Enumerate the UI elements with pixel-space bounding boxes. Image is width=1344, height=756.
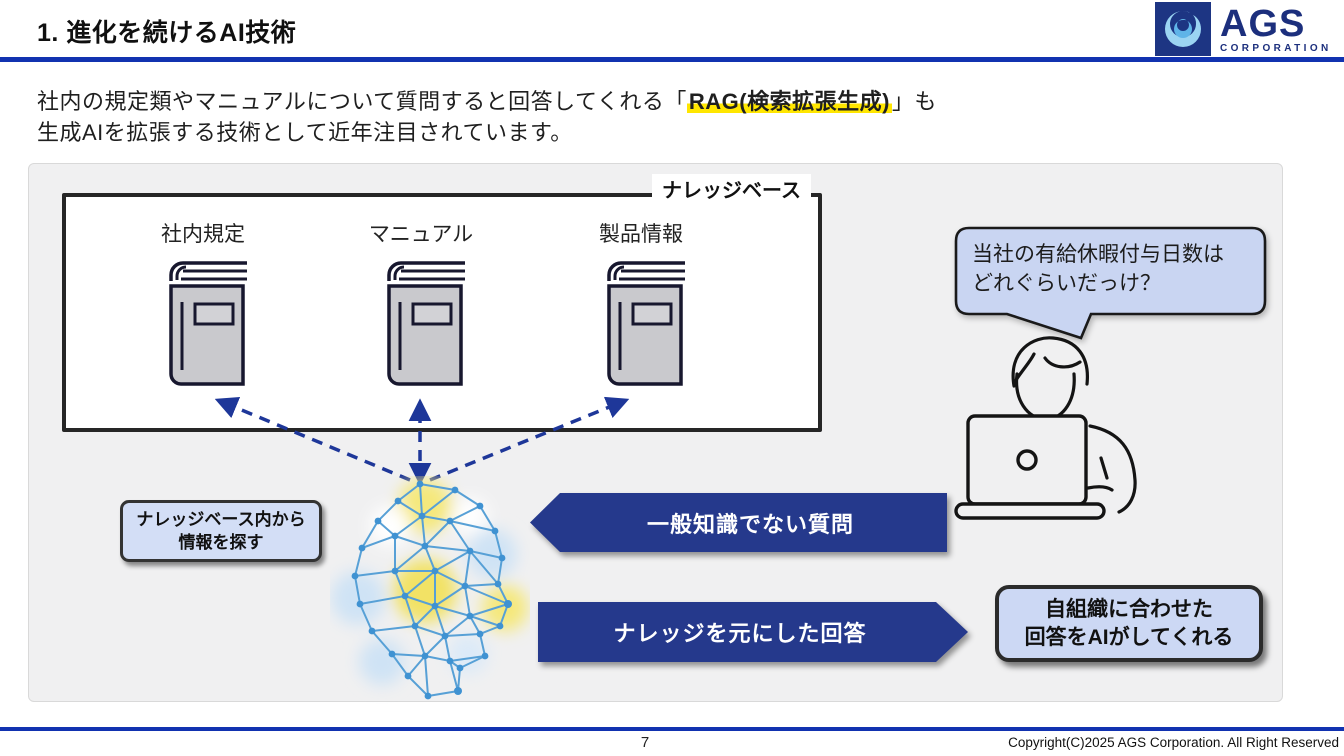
question-bubble-text: 当社の有給休暇付与日数は どれぐらいだっけ？ xyxy=(972,243,1224,295)
book-label: 社内規定 xyxy=(161,223,245,246)
logo-swirl-icon xyxy=(1155,2,1211,56)
book-icon xyxy=(387,261,465,386)
copyright-text: Copyright(C)2025 AGS Corporation. All Ri… xyxy=(1008,735,1339,750)
search-info-label: ナレッジベース内から 情報を探す xyxy=(120,500,322,562)
title-underline xyxy=(0,57,1344,62)
answer-result-box: 自組織に合わせた 回答をAIがしてくれる xyxy=(995,585,1263,662)
page-number: 7 xyxy=(640,734,650,751)
book-label: 製品情報 xyxy=(599,223,683,246)
intro-text: 社内の規定類やマニュアルについて質問すると回答してくれる「RAG(検索拡張生成)… xyxy=(37,86,937,148)
logo-name: AGS xyxy=(1220,2,1306,45)
answer-arrow-banner: ナレッジを元にした回答 xyxy=(538,602,968,662)
book-label: マニュアル xyxy=(368,223,474,246)
ai-brain-icon xyxy=(331,479,528,700)
book-icon xyxy=(607,261,685,386)
answer-arrow-label: ナレッジを元にした回答 xyxy=(538,602,968,662)
question-arrow-banner: 一般知識でない質問 xyxy=(530,493,947,552)
footer-divider xyxy=(0,727,1344,731)
knowledge-base-label: ナレッジベース xyxy=(652,174,811,203)
page-title: 1. 進化を続けるAI技術 xyxy=(37,19,297,47)
intro-line-1: 社内の規定類やマニュアルについて質問すると回答してくれる「RAG(検索拡張生成)… xyxy=(37,89,937,114)
question-arrow-label: 一般知識でない質問 xyxy=(530,493,947,552)
logo-subtitle: CORPORATION xyxy=(1220,42,1332,54)
book-icon xyxy=(169,261,247,386)
user-illustration-icon xyxy=(954,336,1137,520)
book-item-internal-rules: 社内規定 xyxy=(128,218,278,391)
question-bubble xyxy=(954,226,1267,340)
intro-line-2: 生成AIを拡張する技術として近年注目されています。 xyxy=(37,120,573,145)
rag-highlight: RAG(検索拡張生成) xyxy=(686,89,892,114)
company-logo: AGS CORPORATION xyxy=(1155,2,1332,56)
book-item-manual: マニュアル xyxy=(346,218,496,391)
book-item-product-info: 製品情報 xyxy=(566,218,716,391)
logo-text: AGS CORPORATION xyxy=(1220,5,1332,54)
